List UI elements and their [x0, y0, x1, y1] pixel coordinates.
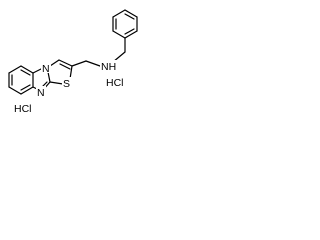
side-chain: [71, 37, 126, 67]
bond-benzo-double-3: [20, 69, 31, 76]
atom-n-bridgehead: N: [42, 63, 50, 75]
bond-phenyl-3: [112, 9, 126, 18]
bond-ring-ch-c2-double: [59, 63, 71, 70]
bond-n-bridge-c-ring: [49, 59, 60, 67]
bond-c2-ch2: [71, 60, 87, 67]
atom-labels: N N S NH: [36, 60, 117, 99]
phenyl-ring: [112, 9, 138, 39]
atom-n-imidazole: N: [37, 87, 45, 99]
benzo-ring: [8, 65, 34, 95]
bond-phenyl-6: [124, 30, 138, 39]
bond-c2-s: [69, 65, 73, 80]
bond-ring-ch-c2: [58, 59, 73, 67]
atom-nh-amine: NH: [101, 61, 116, 73]
bond-phenyl-double-3: [124, 28, 135, 35]
bond-s-c2-fused: [49, 81, 64, 85]
bond-benzo-1: [8, 65, 22, 74]
hcl-right-label: HCl: [106, 77, 124, 89]
bond-benzo-3: [8, 86, 22, 95]
bond-phenyl-1: [112, 30, 126, 39]
bond-benzo-double-2: [20, 84, 31, 91]
bond-n-bridge-c2: [47, 71, 51, 83]
bond-ch2-nh: [85, 60, 101, 67]
molecule-structure-diagram: N N S NH HCl HCl: [8, 9, 138, 115]
bond-benzo-4: [20, 86, 34, 95]
bond-phenyl-double-2: [124, 13, 135, 20]
bond-phenyl-4: [124, 9, 138, 18]
hcl-left-label: HCl: [14, 103, 32, 115]
salt-labels: HCl HCl: [14, 77, 124, 115]
bond-benzo-6: [20, 65, 34, 74]
thiazole-ring: [49, 59, 73, 85]
atom-s-thiazole: S: [63, 78, 70, 90]
